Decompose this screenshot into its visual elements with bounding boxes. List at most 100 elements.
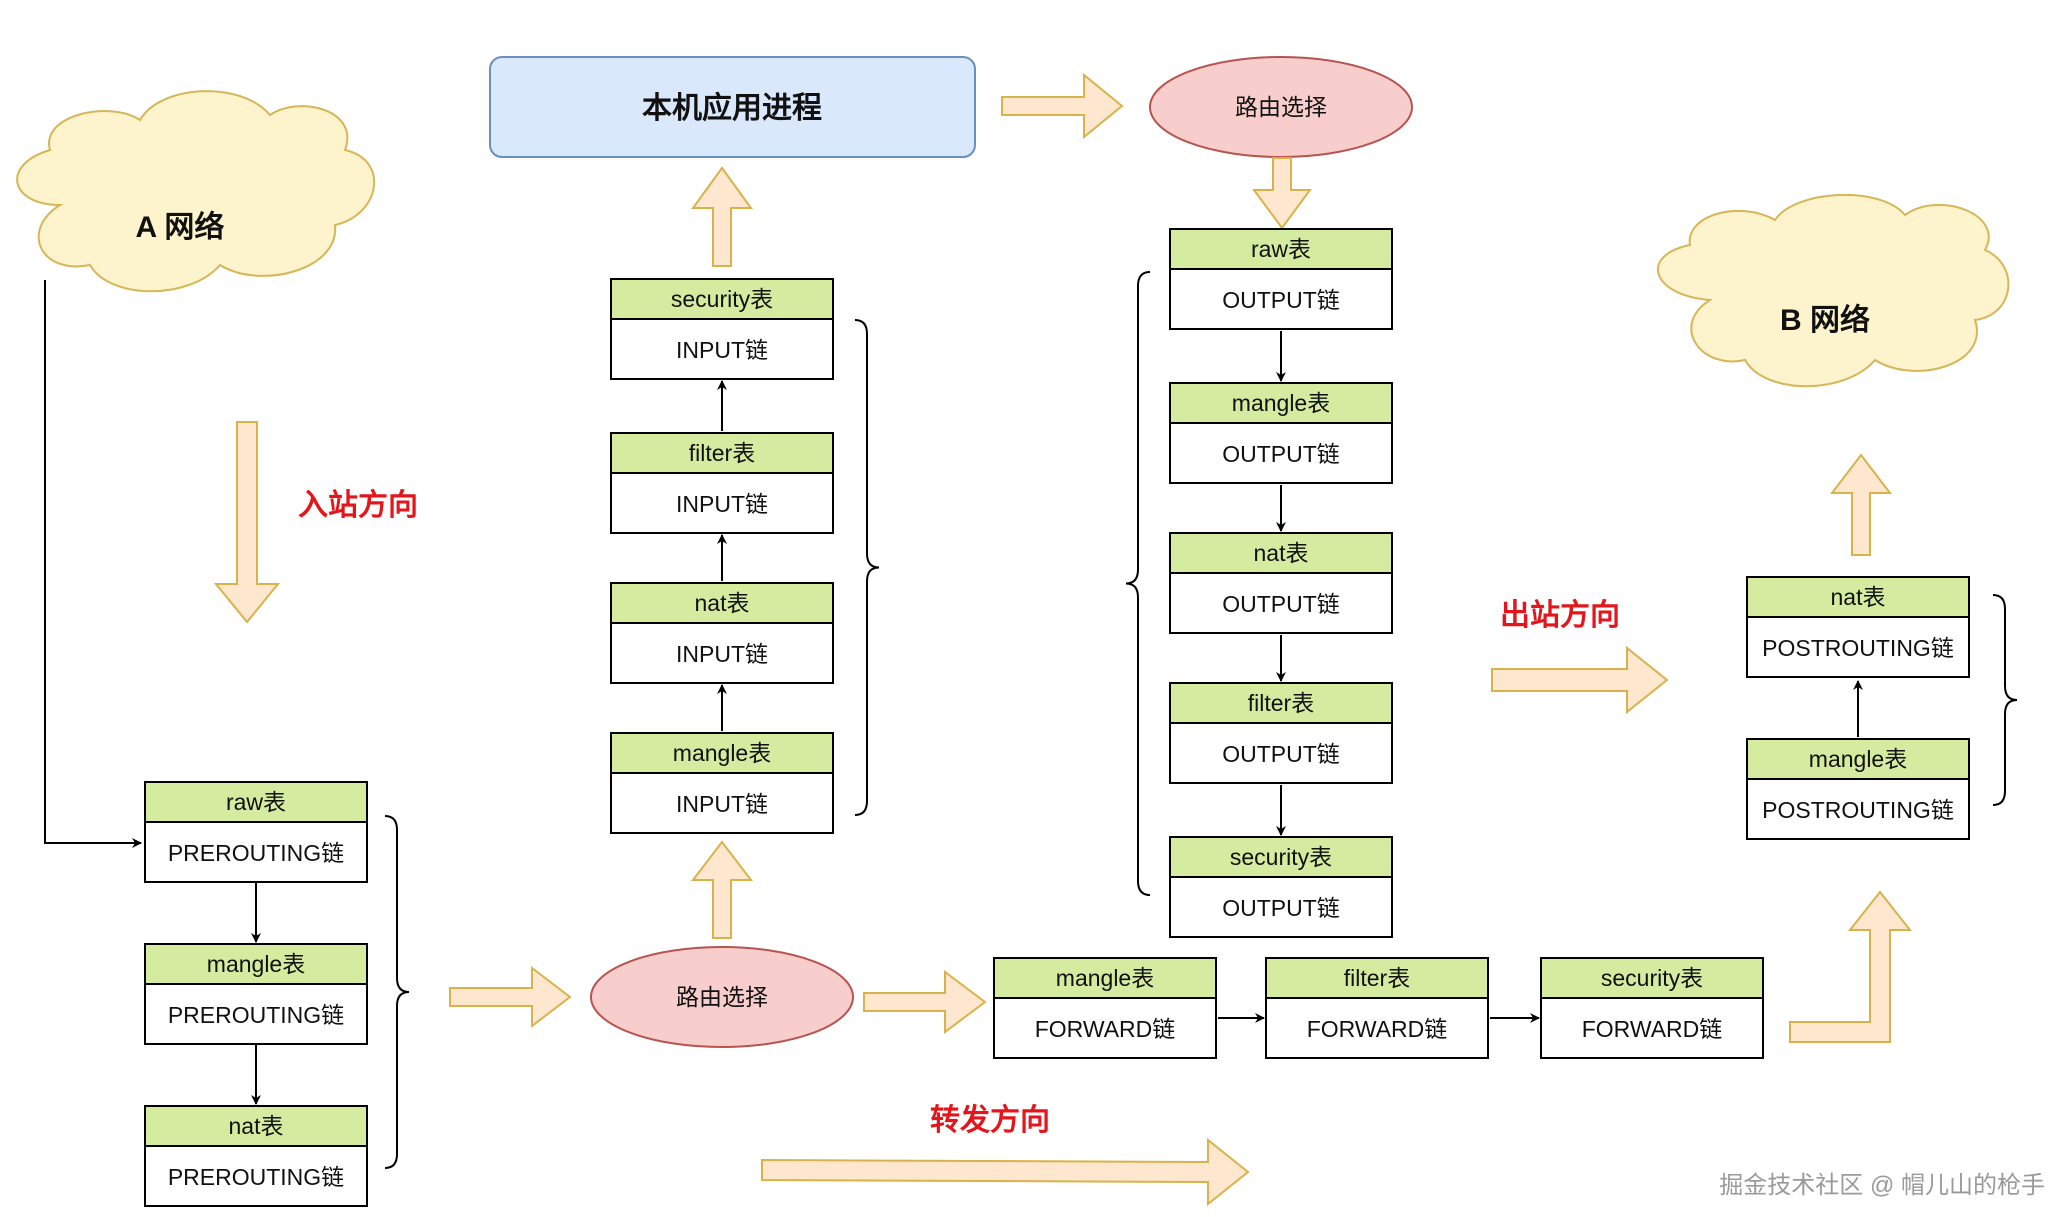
chain-body <box>610 772 834 834</box>
network-a-label: A 网络 <box>136 210 225 244</box>
route-select-bottom: 路由选择 <box>590 946 854 1048</box>
network-a-cloud: A 网络 <box>16 90 376 293</box>
connector-a-to-raw <box>44 280 142 848</box>
cloud-shape <box>1657 193 2010 388</box>
route-select-bottom-label: 路由选择 <box>676 984 768 1010</box>
app-process-box: 本机应用进程 <box>489 56 976 158</box>
watermark: 掘金技术社区 @ 帽儿山的枪手 <box>1719 1172 2045 1199</box>
route-ellipse <box>590 946 854 1048</box>
chain-body <box>1265 997 1489 1059</box>
table-name: nat表 <box>695 590 750 616</box>
table-name: mangle表 <box>1056 965 1154 991</box>
table-name: nat表 <box>1254 540 1309 566</box>
network-b-label: B 网络 <box>1780 303 1870 337</box>
forward-arrow <box>761 1137 1250 1207</box>
postrouting-brace <box>1992 594 2018 806</box>
chain-name: FORWARD链 <box>1035 1016 1176 1042</box>
chain-name: OUTPUT链 <box>1222 441 1340 467</box>
table-header <box>1265 957 1489 999</box>
arrow-up-to-input <box>690 840 754 939</box>
chain-name: FORWARD链 <box>1582 1016 1723 1042</box>
table-header <box>144 1105 368 1147</box>
table-name: raw表 <box>1251 236 1311 262</box>
table-name: security表 <box>1230 844 1332 870</box>
chain-body <box>993 997 1217 1059</box>
chain-name: POSTROUTING链 <box>1762 797 1954 823</box>
output-table-3: filter表 OUTPUT链 <box>1169 682 1393 784</box>
table-name: security表 <box>671 286 773 312</box>
table-header <box>610 278 834 320</box>
chain-name: INPUT链 <box>676 791 768 817</box>
inbound-direction-label: 入站方向 <box>298 488 418 522</box>
table-name: filter表 <box>1344 965 1410 991</box>
route-select-top-label: 路由选择 <box>1235 94 1327 120</box>
network-b-cloud: B 网络 <box>1657 193 2010 388</box>
table-header <box>1169 382 1393 424</box>
chain-body <box>1169 268 1393 330</box>
input-table-2: nat表 INPUT链 <box>610 582 834 684</box>
arrow-to-route-bottom <box>449 965 572 1029</box>
block-arrows <box>213 72 1913 1207</box>
table-name: raw表 <box>226 789 286 815</box>
prerouting-brace <box>384 815 410 1169</box>
chain-name: OUTPUT链 <box>1222 895 1340 921</box>
chain-name: INPUT链 <box>676 641 768 667</box>
chain-name: INPUT链 <box>676 337 768 363</box>
table-name: filter表 <box>689 440 755 466</box>
chain-name: FORWARD链 <box>1307 1016 1448 1042</box>
braces <box>384 271 2018 1169</box>
postrouting-table-0: nat表 POSTROUTING链 <box>1746 576 1970 678</box>
table-name: mangle表 <box>207 951 305 977</box>
table-header <box>1169 682 1393 724</box>
table-name: security表 <box>1601 965 1703 991</box>
forward-table-1: filter表 FORWARD链 <box>1265 957 1489 1059</box>
table-name: mangle表 <box>673 740 771 766</box>
arrow-route-to-forward <box>863 970 987 1034</box>
table-name: nat表 <box>1831 584 1886 610</box>
table-name: mangle表 <box>1232 390 1330 416</box>
table-header <box>610 582 834 624</box>
chain-name: OUTPUT链 <box>1222 741 1340 767</box>
cloud-shape <box>16 90 376 293</box>
chain-body <box>610 472 834 534</box>
inbound-arrow <box>213 421 281 624</box>
table-header <box>993 957 1217 999</box>
table-header <box>144 781 368 823</box>
chain-body <box>610 622 834 684</box>
app-process-rect <box>489 56 976 158</box>
input-brace <box>854 319 880 816</box>
chain-body <box>1169 422 1393 484</box>
connector-lines <box>44 280 142 848</box>
chain-body <box>144 1145 368 1207</box>
output-table-4: security表 OUTPUT链 <box>1169 836 1393 938</box>
prerouting-table-0: raw表 PREROUTING链 <box>144 781 368 883</box>
arrow-route-to-output <box>1252 157 1312 230</box>
table-header <box>610 432 834 474</box>
chain-name: PREROUTING链 <box>168 840 344 866</box>
table-header <box>1169 228 1393 270</box>
chain-body <box>1169 876 1393 938</box>
output-table-1: mangle表 OUTPUT链 <box>1169 382 1393 484</box>
arrow-up-to-network-b <box>1829 453 1893 556</box>
table-header <box>1169 532 1393 574</box>
chain-body <box>1746 778 1970 840</box>
app-process-label: 本机应用进程 <box>642 91 822 125</box>
outbound-direction-label: 出站方向 <box>1500 598 1620 632</box>
chain-body <box>1746 616 1970 678</box>
table-name: filter表 <box>1248 690 1314 716</box>
forward-direction-label: 转发方向 <box>930 1103 1050 1137</box>
input-table-0: security表 INPUT链 <box>610 278 834 380</box>
table-name: nat表 <box>229 1113 284 1139</box>
chain-arrows <box>251 331 1863 1105</box>
chain-name: POSTROUTING链 <box>1762 635 1954 661</box>
arrow-forward-to-postrouting <box>1789 890 1913 1043</box>
